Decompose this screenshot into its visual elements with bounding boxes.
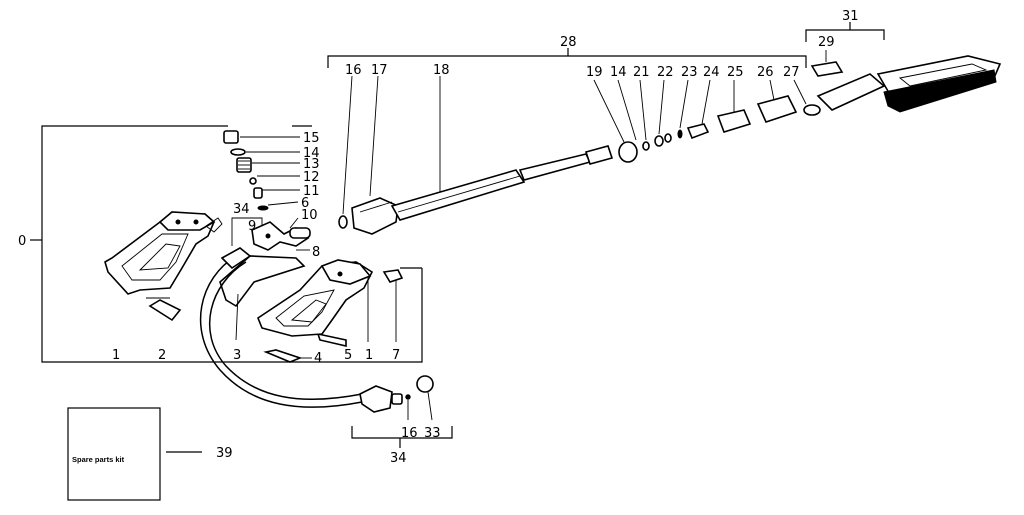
callout-7: 7 [392, 348, 400, 363]
callout-12: 12 [303, 170, 320, 185]
valve-stack [223, 130, 311, 251]
bracket-31 [805, 29, 885, 42]
part-2-clip [148, 299, 182, 322]
lance-assembly [338, 95, 821, 235]
callout-6: 6 [301, 196, 309, 211]
callout-1-left: 1 [112, 348, 120, 363]
valve-leaders [240, 136, 310, 251]
callout-29: 29 [818, 35, 835, 50]
callout-33: 33 [424, 426, 441, 441]
part-5-screw [316, 332, 347, 348]
callout-16-bottom: 16 [401, 426, 418, 441]
callout-21: 21 [633, 65, 650, 80]
callout-24: 24 [703, 65, 720, 80]
callout-39: 39 [216, 446, 233, 461]
callout-34-bottom: 34 [390, 451, 407, 466]
callout-34-top: 34 [233, 202, 250, 217]
callout-25: 25 [727, 65, 744, 80]
callout-14-top: 14 [610, 65, 627, 80]
callout-18: 18 [433, 63, 450, 78]
callout-16-top: 16 [345, 63, 362, 78]
callout-labels: 15 14 13 12 11 6 10 34 9 8 1 2 3 4 5 1 7… [112, 9, 859, 466]
callout-13: 13 [303, 157, 320, 172]
callout-3: 3 [233, 348, 241, 363]
callout-8: 8 [312, 245, 320, 260]
callout-2: 2 [158, 348, 166, 363]
callout-22: 22 [657, 65, 674, 80]
callout-23: 23 [681, 65, 698, 80]
top-leaders [342, 50, 827, 215]
callout-4: 4 [314, 351, 322, 366]
callout-1-right: 1 [365, 348, 373, 363]
bracket-28 [327, 55, 807, 68]
spare-parts-kit-label: Spare parts kit [72, 455, 125, 464]
gun-body-left [104, 211, 223, 295]
callout-28: 28 [560, 35, 577, 50]
brush-bristles [883, 69, 997, 113]
hose [199, 247, 434, 413]
callout-0: 0 [18, 234, 26, 249]
spare-parts-kit-box [67, 407, 202, 501]
bracket-34-bottom [351, 426, 453, 439]
part-3-trigger [219, 255, 306, 308]
callout-9: 9 [248, 219, 256, 234]
callout-11: 11 [303, 184, 320, 199]
gun-body-right [257, 259, 404, 337]
callout-15: 15 [303, 131, 320, 146]
callout-10: 10 [301, 208, 318, 223]
callout-19: 19 [586, 65, 603, 80]
callout-31: 31 [842, 9, 859, 24]
callout-17: 17 [371, 63, 388, 78]
callout-26: 26 [757, 65, 774, 80]
part-4-pin [263, 349, 303, 363]
callout-14: 14 [303, 146, 320, 161]
callout-27: 27 [783, 65, 800, 80]
brush [810, 55, 1002, 113]
gun-assembly-frame [30, 125, 423, 363]
callout-5: 5 [344, 348, 352, 363]
